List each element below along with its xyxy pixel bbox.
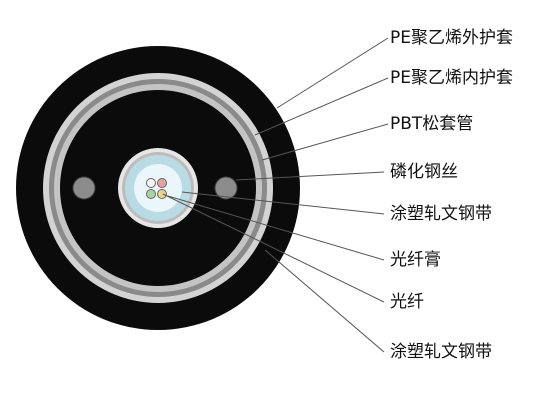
label-steel-tape-2: 涂塑轧文钢带: [390, 342, 492, 362]
leader-line-outer-sheath: [276, 37, 389, 109]
fiber-2: [157, 178, 167, 188]
steel-wire-left: [72, 176, 96, 200]
leader-line-steel-tape-1: [181, 191, 385, 215]
fiber-1: [146, 178, 156, 188]
fiber-4: [157, 189, 167, 199]
leader-line-steel-tape-2: [264, 249, 385, 353]
label-fiber-gel: 光纤膏: [390, 250, 441, 270]
leader-line-steel-wire: [235, 171, 385, 181]
label-steel-tape-1: 涂塑轧文钢带: [390, 204, 492, 224]
label-outer-sheath: PE聚乙烯外护套: [390, 28, 513, 48]
leader-line-inner-sheath: [254, 77, 389, 136]
fiber-gel-area: [134, 164, 182, 212]
steel-wire-right: [214, 176, 238, 200]
leader-line-optical-fiber: [162, 193, 385, 303]
label-inner-sheath: PE聚乙烯内护套: [390, 68, 513, 88]
fiber-3: [146, 189, 156, 199]
leader-line-loose-tube: [261, 123, 389, 161]
label-loose-tube: PBT松套管: [390, 114, 474, 134]
leader-line-fiber-gel: [167, 195, 385, 261]
label-steel-wire: 磷化钢丝: [390, 162, 458, 182]
label-optical-fiber: 光纤: [390, 292, 424, 312]
